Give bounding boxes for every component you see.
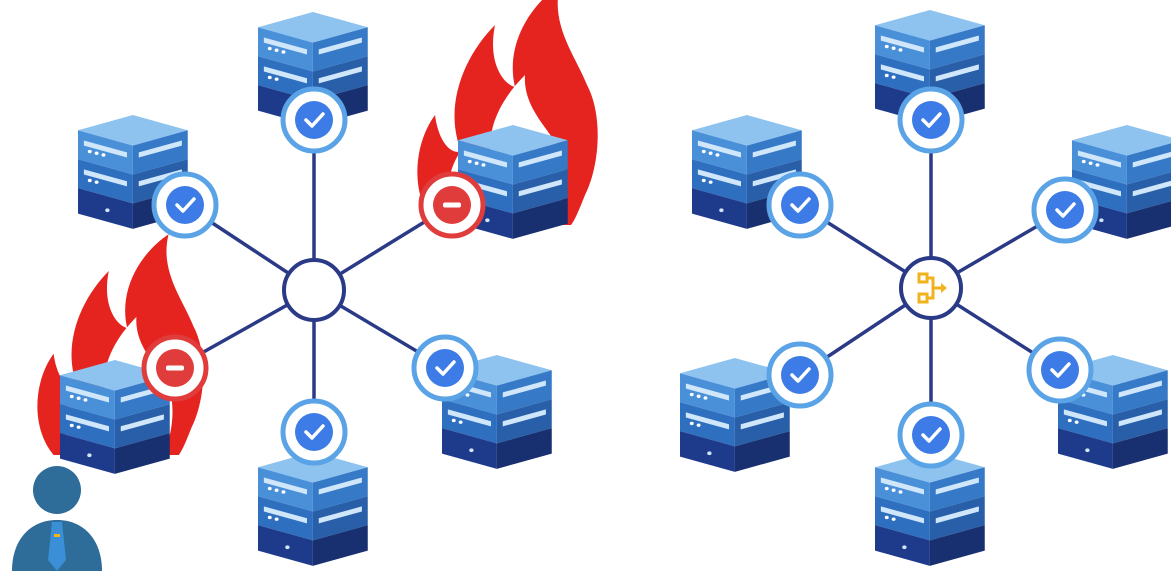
- check-circle-icon: [769, 174, 831, 236]
- check-circle-icon: [154, 174, 216, 236]
- minus-circle-icon: [421, 174, 483, 236]
- empty-hub: [282, 258, 346, 322]
- server-rack-icon: [258, 452, 368, 566]
- server-rack-icon: [875, 452, 985, 566]
- right-network: [680, 10, 1171, 566]
- check-circle-icon: [769, 344, 831, 406]
- user-avatar-icon: [12, 466, 102, 571]
- load-balancer-hub: [899, 256, 963, 320]
- minus-circle-icon: [144, 337, 206, 399]
- check-circle-icon: [1034, 179, 1096, 241]
- check-circle-icon: [414, 337, 476, 399]
- check-circle-icon: [283, 89, 345, 151]
- left-network: [37, 0, 598, 566]
- check-circle-icon: [1029, 339, 1091, 401]
- check-circle-icon: [283, 401, 345, 463]
- check-circle-icon: [900, 404, 962, 466]
- check-circle-icon: [900, 89, 962, 151]
